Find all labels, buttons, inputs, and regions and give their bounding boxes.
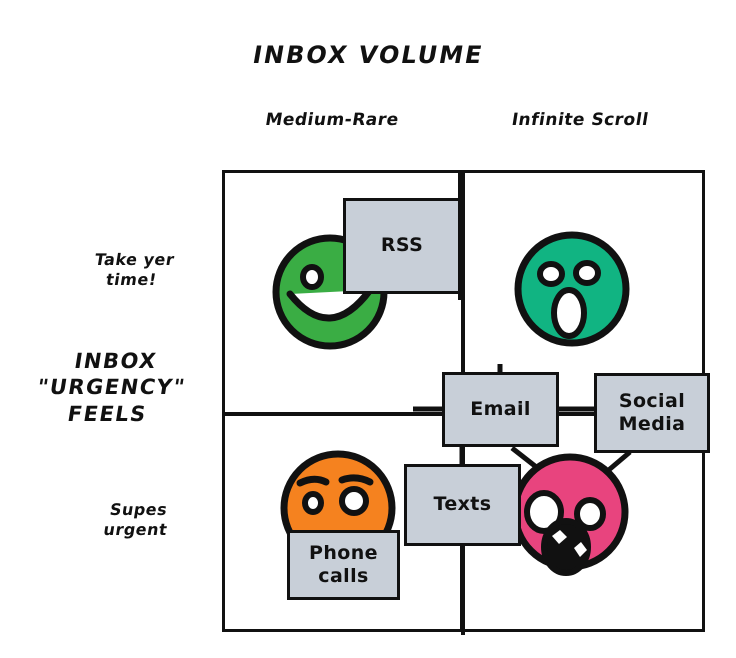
face-angry-screaming bbox=[508, 448, 633, 576]
y-axis-label-bottom: Supes urgent bbox=[102, 500, 169, 539]
face-surprised-social-media bbox=[513, 230, 631, 348]
chart-title-text: INBOX VOLUME bbox=[250, 41, 486, 69]
chart-title: INBOX VOLUME bbox=[0, 40, 736, 70]
label-box-email[interactable]: Email bbox=[442, 372, 559, 447]
x-axis-label-left: Medium-Rare bbox=[263, 110, 401, 130]
y-axis-label-top: Take yer time! bbox=[93, 250, 176, 289]
y-axis-title: INBOX "URGENCY" FEELS bbox=[35, 349, 188, 426]
label-box-texts[interactable]: Texts bbox=[404, 464, 521, 546]
label-box-rss[interactable]: RSS bbox=[343, 198, 461, 294]
label-box-phone-calls[interactable]: Phone calls bbox=[287, 530, 400, 600]
label-box-social-media[interactable]: Social Media bbox=[594, 373, 710, 453]
x-axis-label-right: Infinite Scroll bbox=[510, 110, 651, 130]
